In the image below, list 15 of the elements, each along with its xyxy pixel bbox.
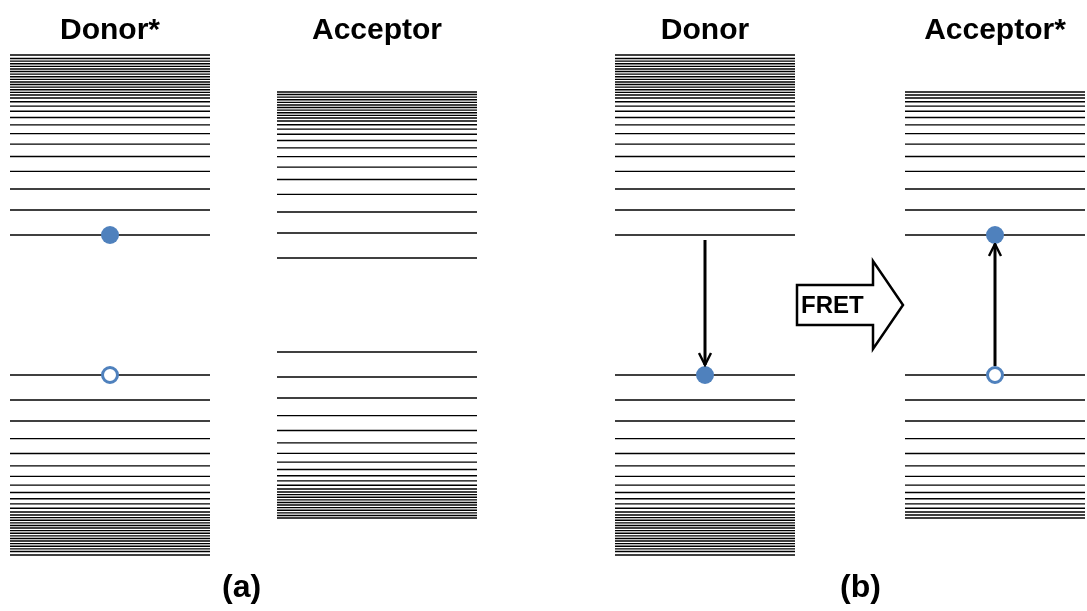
transition-arrow [987,242,1003,366]
stack-heading: Acceptor* [923,12,1067,46]
stack-heading: Acceptor [310,12,443,46]
stack-heading: Donor* [59,12,161,46]
filled-dot [694,364,716,386]
block-arrow [795,256,905,354]
filled-dot [99,224,121,246]
stack-heading: Donor [659,12,751,46]
panel-label: (b) [840,568,881,604]
hollow-dot [984,364,1006,386]
filled-dot [984,224,1006,246]
edge-label: FRET [801,291,864,319]
hollow-dot [99,364,121,386]
transition-arrow [697,240,713,367]
panel-label: (a) [222,568,262,604]
